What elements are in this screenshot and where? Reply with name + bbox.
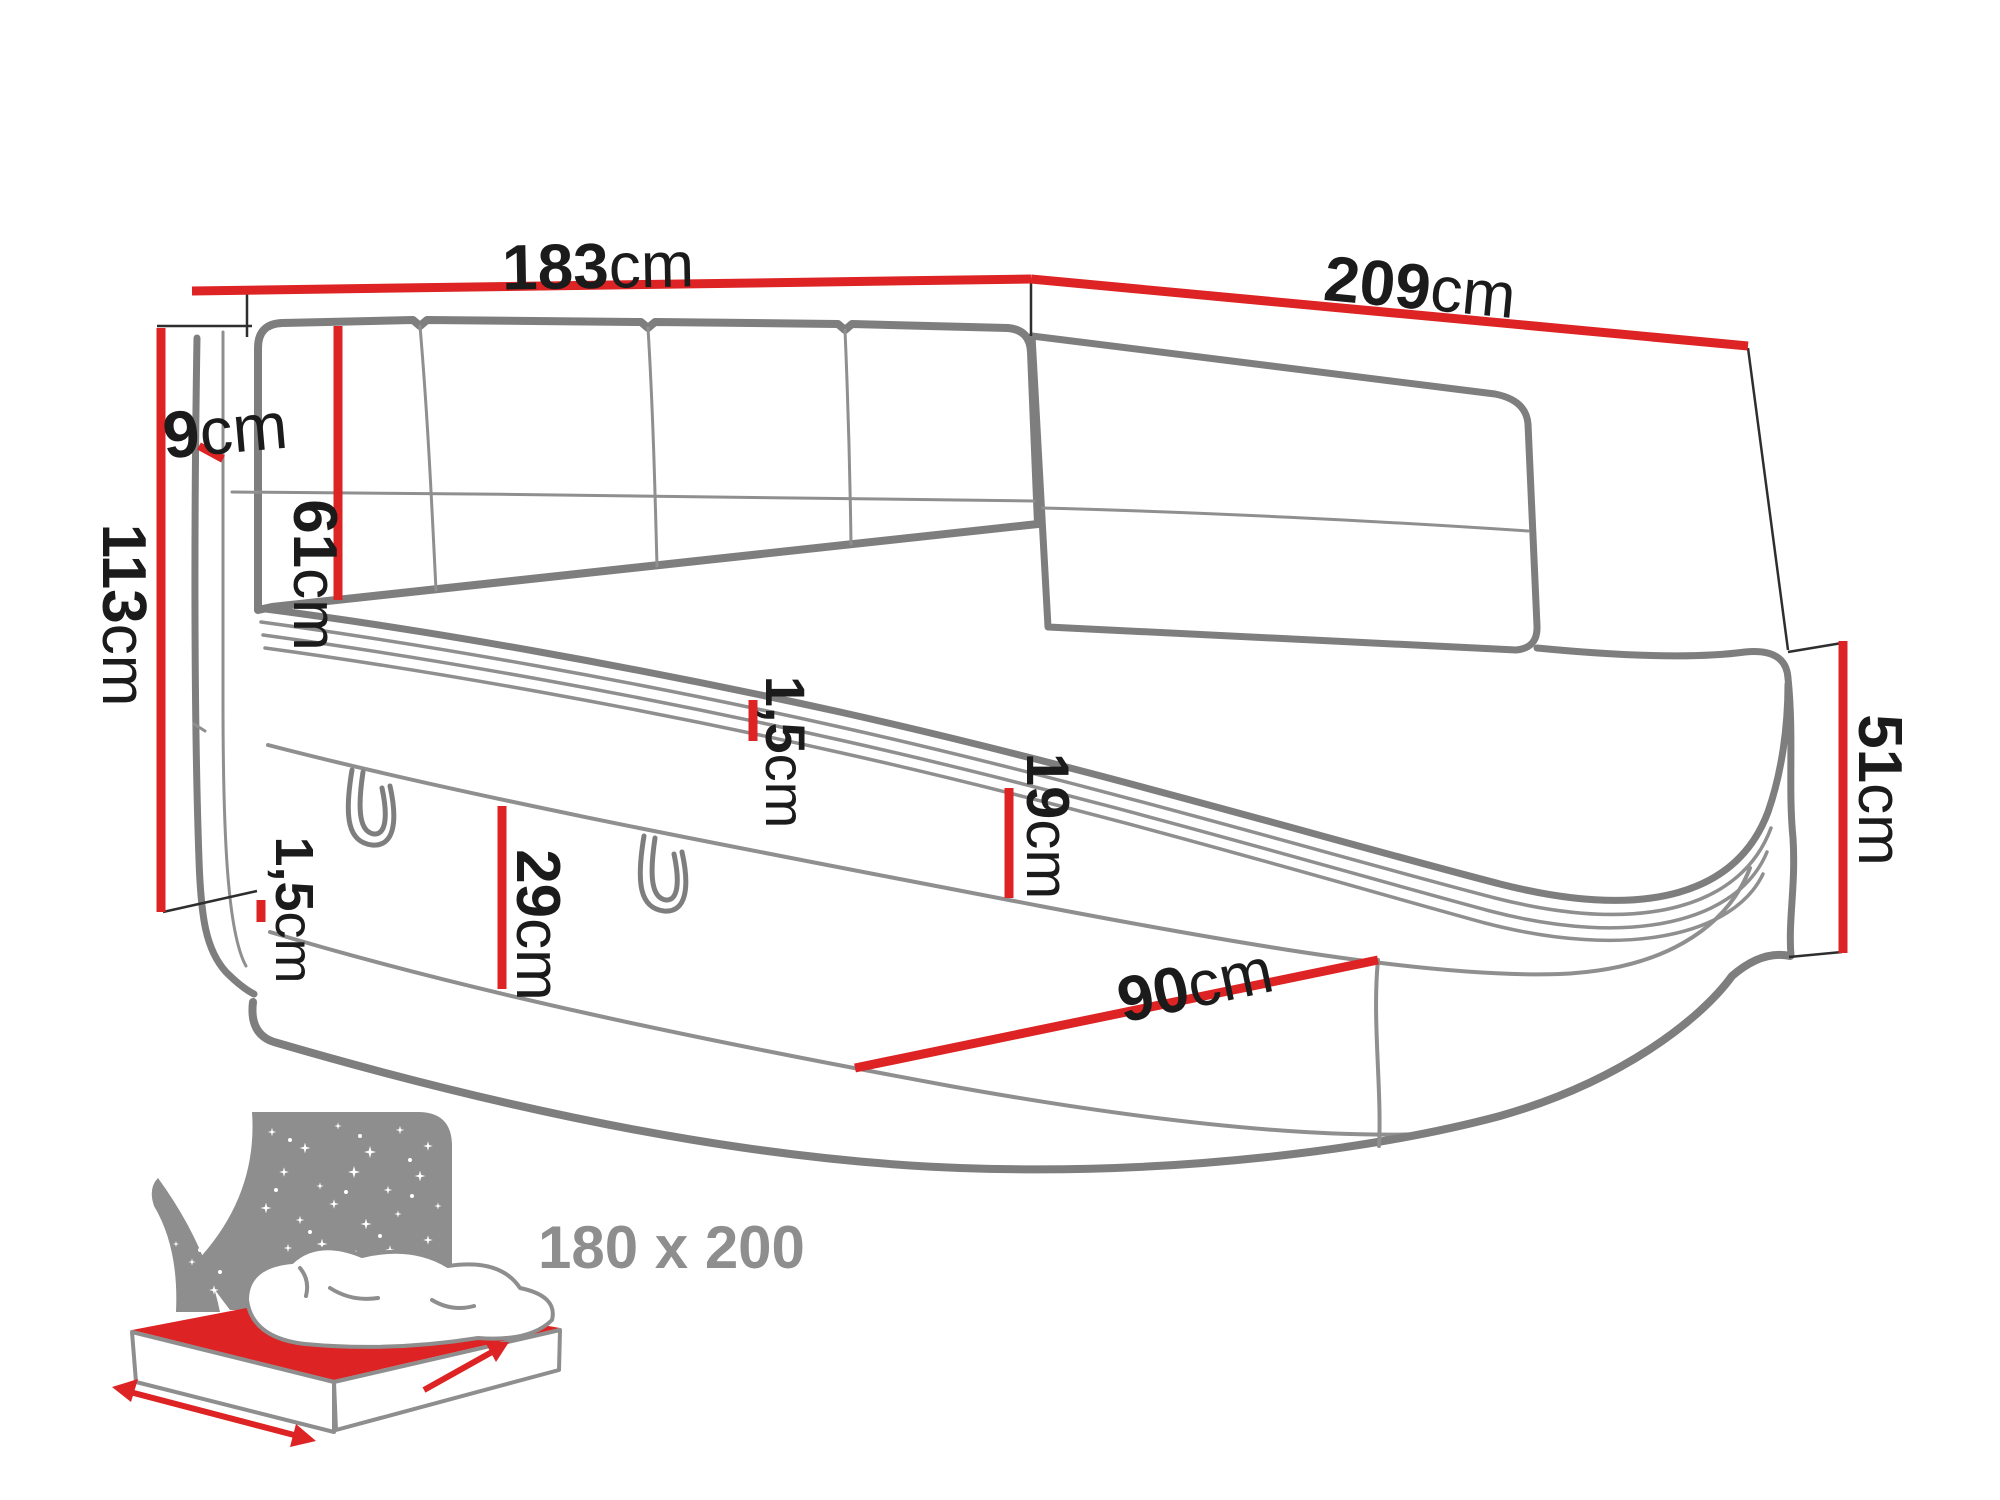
headboard-face (254, 316, 1042, 614)
headboard-tuft-seam-2 (646, 326, 659, 568)
drawer-bottom-edge (268, 930, 1426, 1137)
drawer-loop-left (345, 767, 397, 848)
label-29cm: 29cm (504, 849, 573, 1001)
bed-drawing (191, 316, 1798, 1174)
label-51cm: 51cm (1846, 714, 1915, 866)
bed-right-edge (1784, 674, 1798, 960)
label-1-5cm-bottom: 1,5cm (264, 836, 324, 983)
side-wall-panel (1028, 332, 1541, 654)
pictogram-curtain-flap-icon (151, 1178, 220, 1312)
drawer-loop-right (637, 833, 689, 914)
dim-line-209 (1030, 274, 1749, 351)
bed-bottom-edge (248, 950, 1794, 1174)
dim-line-183 (191, 274, 1032, 296)
label-90cm: 90cm (1111, 934, 1279, 1037)
dim-line-90 (854, 955, 1379, 1073)
size-pictogram: 180 x 200 (112, 1112, 805, 1447)
label-1-5cm-top: 1,5cm (755, 676, 818, 829)
label-183cm: 183cm (501, 228, 694, 303)
topper-piping-3 (263, 646, 1765, 943)
mattress-top-front-edge (254, 604, 1792, 904)
dimension-lines (156, 274, 1848, 1073)
pictogram-duvet-icon (245, 1246, 555, 1349)
headboard-side-edge (191, 334, 258, 998)
headboard-side-notch (192, 722, 207, 733)
label-113cm: 113cm (90, 524, 159, 707)
topper-piping-1 (259, 620, 1773, 917)
topper-piping-2 (261, 633, 1769, 930)
label-9cm: 9cm (160, 388, 291, 473)
headboard-horizontal-seam (230, 490, 1036, 503)
headboard-tuft-seam-1 (418, 324, 438, 592)
headboard-tuft-seam-3 (843, 328, 853, 546)
extension-lines (157, 281, 1843, 959)
headboard-side-inner-line (221, 330, 248, 968)
label-209cm: 209cm (1321, 242, 1519, 332)
base-top-seam (266, 743, 1752, 977)
size-badge-label: 180 x 200 (538, 1214, 805, 1281)
label-19cm: 19cm (1015, 753, 1082, 900)
drawer-split-seam (1374, 958, 1382, 1148)
side-wall-seam (1040, 506, 1530, 533)
label-61cm: 61cm (281, 499, 350, 651)
mattress-far-edge (1533, 644, 1792, 682)
dim-tick-9 (197, 442, 225, 463)
pictogram-arrows-icon (112, 1342, 509, 1447)
dimension-labels: 183cm 209cm 9cm 61cm 113cm 1,5cm 19cm 29… (90, 228, 1915, 1036)
